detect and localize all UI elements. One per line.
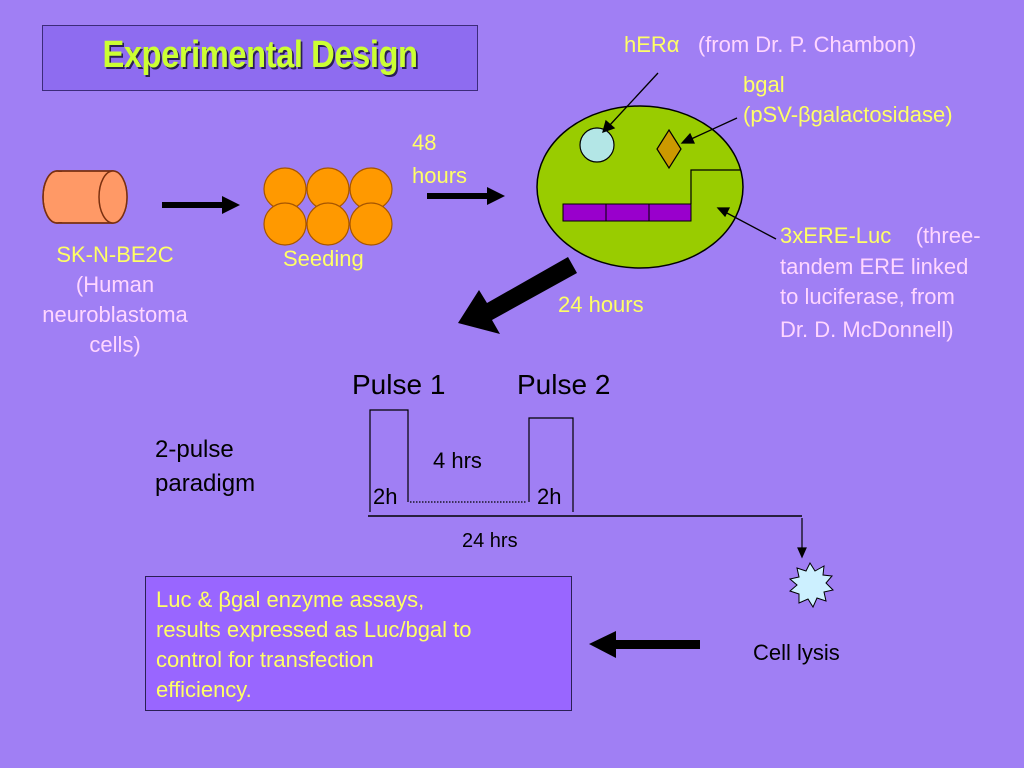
assay-line1: Luc & βgal enzyme assays,	[156, 587, 425, 612]
cell-line-caption: SK-N-BE2C (Human neuroblastoma cells)	[0, 240, 230, 360]
ere-detail: (three-	[915, 223, 981, 248]
her-label-row: hERα (from Dr. P. Chambon)	[624, 30, 916, 60]
time-48-line2: hours	[412, 163, 468, 188]
bgal-label: bgal	[743, 72, 785, 97]
cell-line-cylinder	[42, 170, 128, 224]
cell-line-desc-2: neuroblastoma	[42, 302, 188, 327]
pulse-timeline	[368, 409, 807, 559]
arrow-to-seeding	[162, 196, 240, 214]
arrow-to-assays	[589, 631, 700, 658]
total-time-label: 24 hrs	[462, 530, 518, 552]
paradigm-line2: paradigm	[155, 470, 256, 497]
seeded-cells	[263, 167, 393, 246]
cell-lysis-burst	[788, 561, 834, 609]
paradigm-line1: 2-pulse	[155, 436, 234, 463]
time-48-line1: 48	[412, 130, 437, 155]
arrow-to-transfection	[427, 187, 505, 205]
pulse1-duration: 2h	[373, 484, 398, 509]
pulse2-label: Pulse 2	[517, 369, 611, 400]
cell-line-desc-3: cells)	[89, 332, 141, 357]
pulse2-duration: 2h	[537, 484, 562, 509]
ere-line2: tandem ERE linked	[780, 254, 969, 279]
transfected-cell	[536, 105, 744, 269]
ere-label-row: 3xERE-Luc (three-	[780, 221, 981, 251]
time-24-label: 24 hours	[558, 292, 644, 317]
title-box: Experimental Design	[42, 25, 478, 91]
assay-box: Luc & βgal enzyme assays, results expres…	[145, 576, 572, 711]
page-title: Experimental Design	[102, 34, 418, 76]
cell-line-desc-1: (Human	[75, 272, 155, 297]
pulse-gap-label: 4 hrs	[433, 448, 482, 473]
ere-line4: Dr. D. McDonnell)	[780, 317, 954, 342]
pointer-arrows	[602, 72, 777, 240]
ere-line3: to luciferase, from	[780, 284, 955, 309]
bgal-shape	[656, 128, 682, 170]
cell-line-name: SK-N-BE2C	[56, 242, 174, 267]
her-receptor-shape	[579, 127, 615, 163]
ere-label: 3xERE-Luc	[780, 223, 892, 248]
her-label: hERα	[624, 32, 680, 57]
seeding-label: Seeding	[283, 246, 364, 271]
pulse1-label: Pulse 1	[352, 369, 446, 400]
cell-lysis-label: Cell lysis	[753, 640, 840, 665]
arrow-to-pulse	[458, 257, 577, 334]
her-source: (from Dr. P. Chambon)	[697, 32, 917, 57]
bgal-detail: (pSV-βgalactosidase)	[743, 102, 953, 127]
assay-line3: control for transfection	[156, 647, 374, 672]
assay-line2: results expressed as Luc/bgal to	[156, 617, 472, 642]
assay-line4: efficiency.	[156, 677, 252, 702]
